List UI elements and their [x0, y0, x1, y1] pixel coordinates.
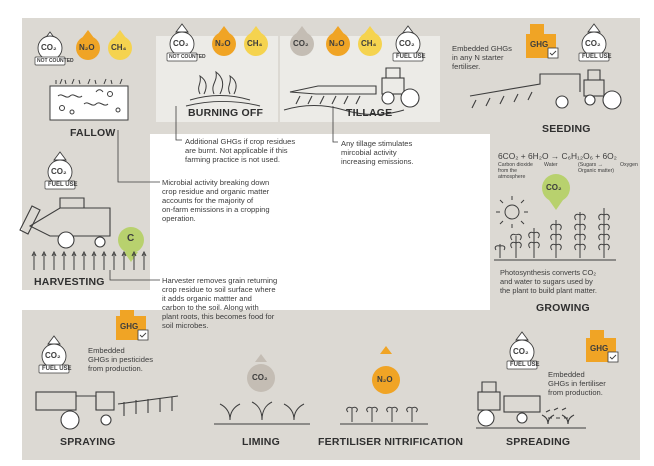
note-photosynthesis-line: Photosynthesis converts CO₂ — [500, 268, 597, 277]
liming-plants-icon — [214, 401, 310, 425]
stage-tillage: TILLAGE — [346, 107, 393, 119]
note-burning-line: Additional GHGs if crop residues — [185, 137, 296, 146]
tillage-n2o-label: N₂O — [329, 39, 345, 48]
note-photosynthesis-line: the plant to build plant matter. — [500, 286, 597, 295]
stage-liming: LIMING — [242, 436, 280, 448]
wheat-row-icon — [31, 250, 147, 270]
harvest-fuel-use-label: FUEL USE — [48, 182, 78, 188]
equation-term-water: Water — [544, 162, 558, 168]
note-fallow-line: on-farm emissions in a cropping — [162, 205, 270, 214]
seeding-tractor-icon — [469, 69, 622, 110]
note-photosynthesis-line: and water to sugars used by — [500, 277, 593, 286]
right-band — [490, 18, 640, 336]
fallow-gas-icons — [34, 30, 132, 66]
stage-spreading: SPREADING — [506, 436, 571, 448]
note-tillage-line: mircobial activity — [341, 148, 397, 157]
stage-growing: GROWING — [536, 302, 590, 314]
stage-fallow: FALLOW — [70, 127, 116, 139]
equation-term-co2: Carbon dioxide from the atmosphere — [498, 162, 533, 181]
burning-ch4-label: CH₄ — [247, 39, 263, 48]
photosynthesis-equation: 6CO₂ + 6H₂O → C₆H₁₂O₆ + 6O₂ — [498, 151, 617, 161]
harvest-co2-label: CO₂ — [51, 167, 67, 176]
tillage-fuel-use-label: FUEL USE — [396, 54, 426, 60]
note-spraying-line: Embedded — [88, 346, 125, 355]
note-harvesting-line: soil microbes. — [162, 321, 209, 330]
note-fallow-line: Microbial activity breaking down — [162, 178, 270, 187]
note-seeding-line: fertiliser. — [452, 62, 481, 71]
spreader-icon — [476, 381, 586, 429]
nitrification-plants-icon — [340, 406, 428, 425]
equation-term-sugars: (Sugars → Organic matter) — [578, 162, 615, 175]
stage-seeding: SEEDING — [542, 123, 591, 135]
note-harvesting-line: it adds organic mattter and — [162, 294, 252, 303]
fallow-soil-microbes — [49, 78, 129, 121]
seeding-co2-label: CO₂ — [585, 39, 601, 48]
note-fallow-line: operation. — [162, 214, 196, 223]
note-seeding-line: in any N starter — [452, 53, 504, 62]
spraying-ghg-label: GHG — [120, 322, 139, 331]
note-harvesting-line: plant roots, this becomes food for — [162, 312, 275, 321]
harvest-carbon-label: C — [127, 233, 135, 244]
note-burning-line: are burnt. Not applicable if this — [185, 146, 288, 155]
spraying-gas-icons — [38, 310, 149, 374]
equation-term-oxygen: Oxygen — [620, 162, 638, 168]
tillage-ch4-label: CH₄ — [361, 39, 377, 48]
harvest-gas-icons — [44, 151, 144, 262]
stage-fertiliser-nitrification: FERTILISER NITRIFICATION — [318, 436, 464, 448]
nitrification-n2o-label: N₂O — [377, 375, 393, 384]
note-tillage-line: Any tillage stimulates — [341, 139, 413, 148]
stage-spraying: SPRAYING — [60, 436, 116, 448]
spreading-fuel-use-label: FUEL USE — [510, 362, 540, 368]
fallow-co2-label: CO₂ — [41, 43, 57, 52]
stage-burning-off: BURNING OFF — [188, 107, 264, 119]
note-spreading-line: Embedded — [548, 370, 585, 379]
tillage-fuel-co2-label: CO₂ — [399, 39, 415, 48]
note-spreading-line: GHGs in fertiliser — [548, 379, 606, 388]
spraying-co2-label: CO₂ — [45, 351, 61, 360]
burning-n2o-label: N₂O — [215, 39, 231, 48]
tillage-tractor-icon — [283, 67, 420, 116]
spraying-fuel-use-label: FUEL USE — [42, 366, 72, 372]
seeding-fuel-use-label: FUEL USE — [582, 54, 612, 60]
spreading-ghg-label: GHG — [590, 344, 609, 353]
tillage-gas-icons — [290, 25, 424, 62]
note-spraying-line: from production. — [88, 364, 143, 373]
spreading-co2-label: CO₂ — [513, 347, 529, 356]
burning-co2-label: CO₂ — [173, 39, 189, 48]
note-fallow-line: accounts for the majority of — [162, 196, 254, 205]
growing-co2-label: CO₂ — [546, 183, 562, 192]
liming-gas-icons — [247, 354, 275, 392]
seeding-gas-icons — [526, 23, 610, 62]
growing-sun-icon — [496, 196, 528, 228]
fire-icon — [185, 70, 261, 107]
note-fallow-line: crop residue and organic matter — [162, 187, 270, 196]
growing-plants-icon — [494, 208, 616, 261]
note-spraying-line: GHGs in pesticides — [88, 355, 153, 364]
burning-not-counted-label: NOT COUNTED — [169, 54, 206, 60]
note-spreading-line: from production. — [548, 388, 603, 397]
note-tillage-line: increasing emissions. — [341, 157, 414, 166]
note-burning-line: farming practice is not used. — [185, 155, 280, 164]
harvester-icon — [19, 197, 111, 249]
fallow-n2o-label: N₂O — [79, 43, 95, 52]
stage-harvesting: HARVESTING — [34, 276, 105, 288]
note-harvesting-line: Harvester removes grain returning — [162, 276, 278, 285]
spreading-gas-icons — [506, 330, 619, 370]
burning-gas-icons — [166, 23, 268, 62]
note-seeding-line: Embedded GHGs — [452, 44, 512, 53]
fallow-not-counted-label: NOT COUNTED — [37, 58, 74, 64]
fallow-ch4-label: CH₄ — [111, 43, 127, 52]
leader-lines — [109, 106, 338, 281]
seeding-ghg-label: GHG — [530, 40, 549, 49]
note-harvesting-line: carbon to the soil. Along with — [162, 303, 259, 312]
sprayer-icon — [35, 391, 179, 430]
liming-co2-label: CO₂ — [252, 373, 268, 382]
note-harvesting-line: crop residue to soil surface where — [162, 285, 276, 294]
nitrification-gas-icons — [372, 346, 400, 394]
co2-absorb-icon — [542, 174, 570, 210]
tillage-co2-label: CO₂ — [293, 39, 309, 48]
